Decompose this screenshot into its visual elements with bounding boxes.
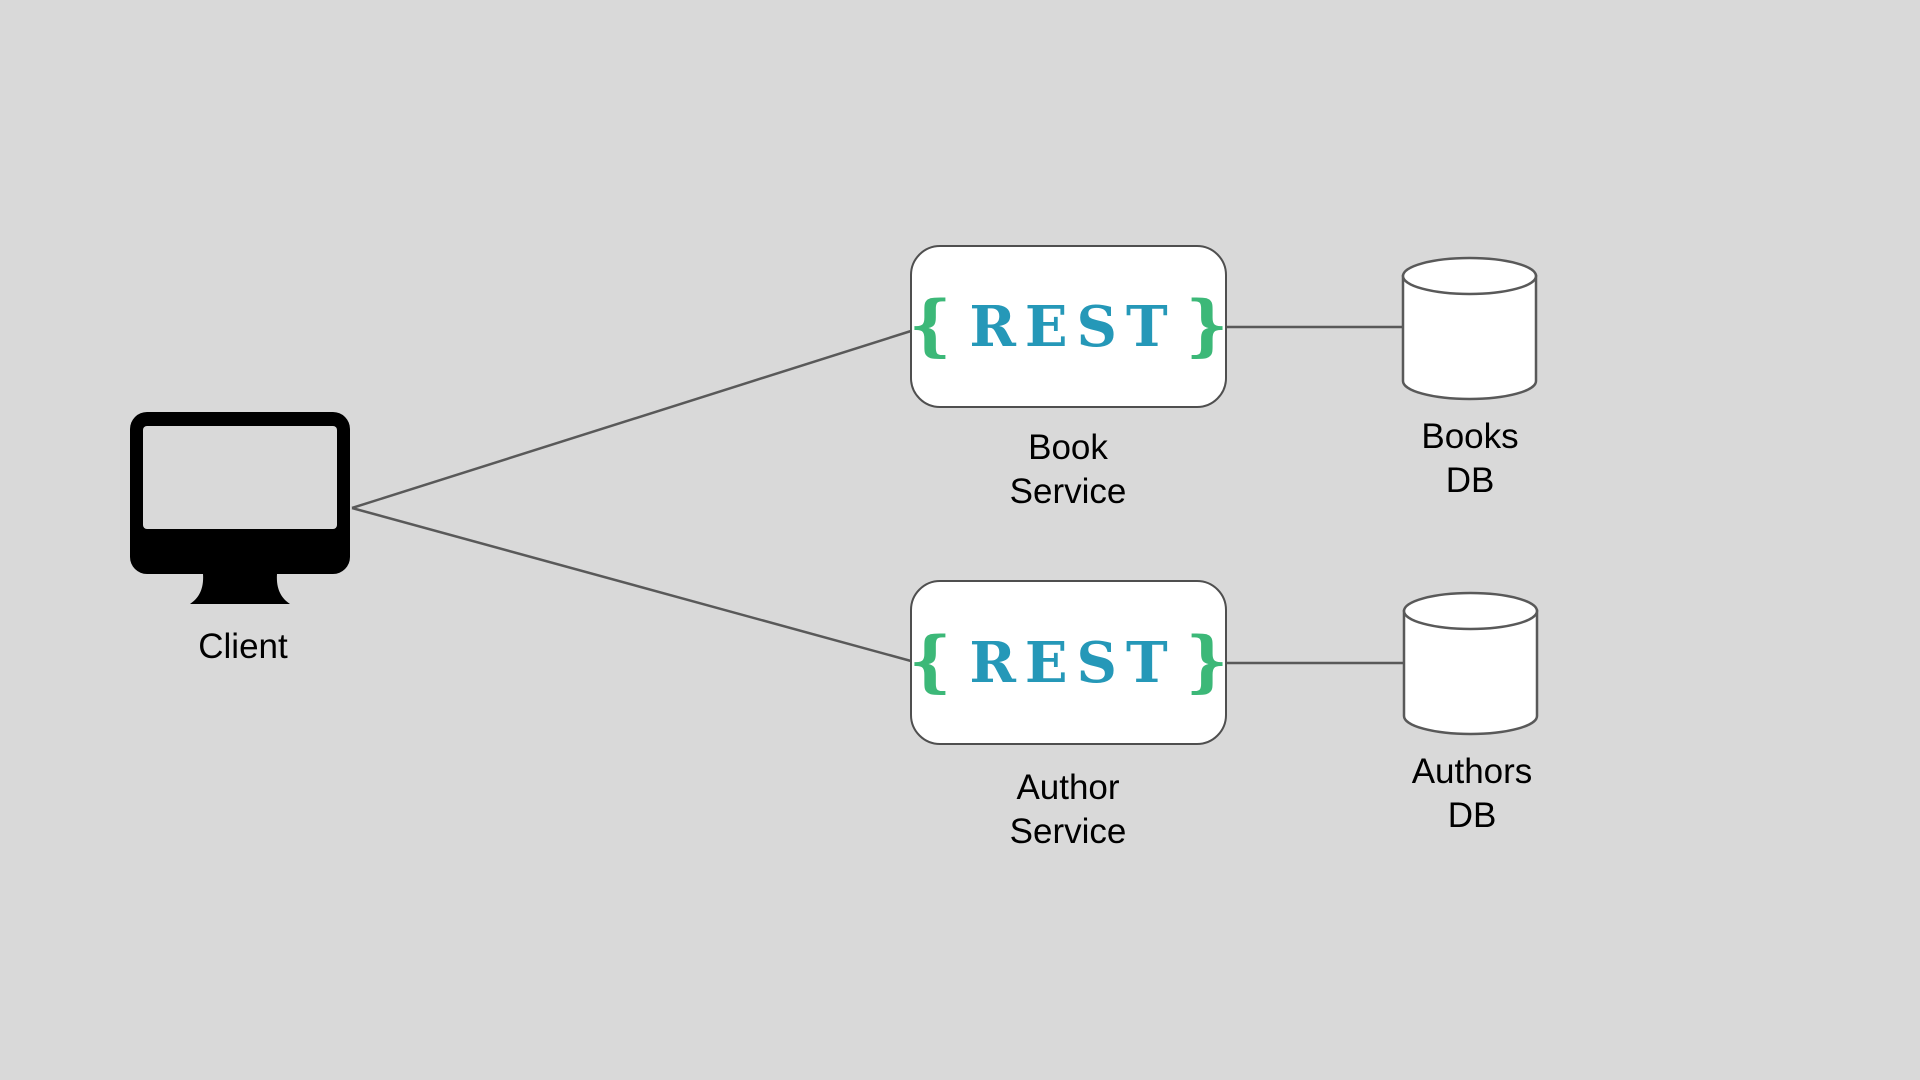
book-service-box: { REST } bbox=[908, 245, 1229, 408]
authors-db-label-line2: DB bbox=[1447, 796, 1497, 835]
authors-db-label: Authors DB bbox=[1412, 750, 1533, 838]
rest-logo-close-brace: } bbox=[1185, 285, 1229, 364]
book-service-label-line2: Service bbox=[1009, 472, 1127, 511]
rest-logo-text: REST bbox=[969, 629, 1177, 696]
rest-logo-close-brace: } bbox=[1185, 621, 1229, 700]
books-db-label: Books DB bbox=[1421, 415, 1518, 503]
author-service-label-line1: Author bbox=[1016, 768, 1120, 807]
books-db-label-line1: Books bbox=[1421, 417, 1519, 456]
author-service-label: Author Service bbox=[1010, 766, 1127, 854]
authors-db-label-line1: Authors bbox=[1411, 752, 1533, 791]
author-service-label-line2: Service bbox=[1009, 812, 1127, 851]
edge-client-to-author-service bbox=[351, 506, 912, 663]
edge-client-to-book-service bbox=[351, 329, 912, 510]
rest-logo-open-brace: { bbox=[908, 621, 952, 700]
client-label: Client bbox=[198, 627, 288, 666]
rest-logo-text: REST bbox=[969, 293, 1177, 360]
book-service-label-line1: Book bbox=[1028, 428, 1108, 467]
authors-db-cylinder-icon bbox=[1402, 591, 1539, 736]
desktop-monitor-icon bbox=[130, 412, 350, 604]
author-service-box: { REST } bbox=[908, 580, 1229, 745]
rest-logo-open-brace: { bbox=[908, 285, 952, 364]
books-db-cylinder-icon bbox=[1401, 256, 1538, 401]
books-db-label-line2: DB bbox=[1445, 461, 1495, 500]
book-service-label: Book Service bbox=[1010, 426, 1127, 514]
